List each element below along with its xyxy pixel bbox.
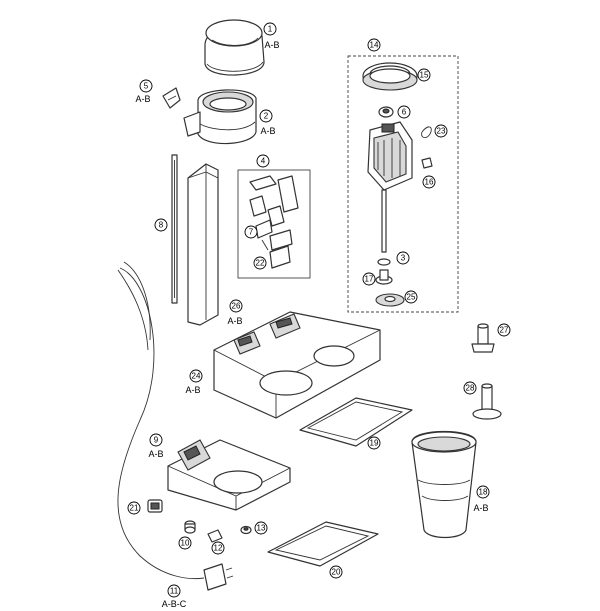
part-21-connector <box>147 499 163 513</box>
part-27-foot <box>471 323 495 353</box>
callout-28-number: 28 <box>466 384 475 393</box>
callout-6: 6 <box>397 105 411 119</box>
callout-20-number: 20 <box>332 568 341 577</box>
callout-11-number: 11 <box>170 587 179 596</box>
part-13-nut <box>240 525 252 535</box>
callout-25: 25 <box>404 290 418 304</box>
callout-4-number: 4 <box>261 157 266 166</box>
callout-24-variant: A-B <box>185 385 200 395</box>
callout-21: 21 <box>127 501 141 515</box>
callout-22-number: 22 <box>256 259 265 268</box>
callout-26-number: 26 <box>232 302 241 311</box>
callout-11-variant: A-B-C <box>162 599 187 609</box>
callout-1: 1 A-B <box>263 22 280 50</box>
part-5-clip <box>162 87 181 109</box>
callout-6-number: 6 <box>402 108 407 117</box>
callout-5-variant: A-B <box>135 94 150 104</box>
callout-27-number: 27 <box>500 326 509 335</box>
part-14-motor-assembly <box>347 55 459 313</box>
part-4-switch-kit <box>237 169 311 279</box>
callout-26-variant: A-B <box>227 316 242 326</box>
callout-15: 15 <box>417 68 431 82</box>
callout-11: 11 A-B-C <box>162 584 187 609</box>
callout-8-number: 8 <box>159 221 164 230</box>
callout-8: 8 <box>154 218 168 232</box>
callout-12-number: 12 <box>214 544 223 553</box>
part-26-column-cover <box>187 163 219 326</box>
callout-18-variant: A-B <box>473 503 488 513</box>
callout-24-number: 24 <box>192 372 201 381</box>
callout-24: 24 A-B <box>185 369 203 395</box>
callout-20: 20 <box>329 565 343 579</box>
part-1-top-cap <box>204 19 265 76</box>
callout-4: 4 <box>256 154 270 168</box>
part-24-base <box>213 311 381 419</box>
callout-23-number: 23 <box>437 127 446 136</box>
part-28-foot <box>472 383 502 420</box>
callout-12: 12 <box>211 541 225 555</box>
callout-10: 10 <box>178 536 192 550</box>
callout-15-number: 15 <box>420 71 429 80</box>
callout-18: 18 A-B <box>473 485 490 513</box>
part-8-rod <box>171 154 178 304</box>
callout-26: 26 A-B <box>227 299 243 326</box>
part-2-motor-housing <box>183 89 257 145</box>
callout-27: 27 <box>497 323 511 337</box>
callout-10-number: 10 <box>181 539 190 548</box>
callout-21-number: 21 <box>130 504 139 513</box>
callout-28: 28 <box>463 381 477 395</box>
callout-2: 2 A-B <box>259 109 276 136</box>
callout-22: 22 <box>253 256 267 270</box>
callout-9: 9 A-B <box>148 433 164 459</box>
callout-1-variant: A-B <box>264 40 279 50</box>
callout-5: 5 A-B <box>135 79 153 104</box>
callout-2-variant: A-B <box>260 126 275 136</box>
part-12-clip <box>207 529 223 543</box>
callout-1-number: 1 <box>268 25 273 34</box>
callout-19: 19 <box>367 436 381 450</box>
callout-17: 17 <box>362 272 376 286</box>
callout-13-number: 13 <box>257 524 266 533</box>
callout-14: 14 <box>367 38 381 52</box>
callout-3: 3 <box>396 251 410 265</box>
callout-16: 16 <box>422 175 436 189</box>
callout-19-number: 19 <box>370 439 379 448</box>
callout-3-number: 3 <box>401 254 406 263</box>
callout-13: 13 <box>254 521 268 535</box>
part-20-plate <box>267 521 379 567</box>
callout-14-number: 14 <box>370 41 379 50</box>
callout-23: 23 <box>434 124 448 138</box>
part-19-plate <box>299 397 413 447</box>
part-9-small-base <box>167 439 291 511</box>
part-11-power-cord <box>117 261 234 591</box>
callout-5-number: 5 <box>144 82 149 91</box>
part-10-grommet <box>184 520 196 534</box>
part-18-jug <box>411 430 477 539</box>
callout-9-variant: A-B <box>148 449 163 459</box>
callout-7: 7 <box>244 225 258 239</box>
callout-9-number: 9 <box>154 436 159 445</box>
callout-2-number: 2 <box>264 112 269 121</box>
callout-7-number: 7 <box>249 228 254 237</box>
callout-18-number: 18 <box>479 488 488 497</box>
callout-16-number: 16 <box>425 178 434 187</box>
callout-17-number: 17 <box>365 275 374 284</box>
callout-25-number: 25 <box>407 293 416 302</box>
